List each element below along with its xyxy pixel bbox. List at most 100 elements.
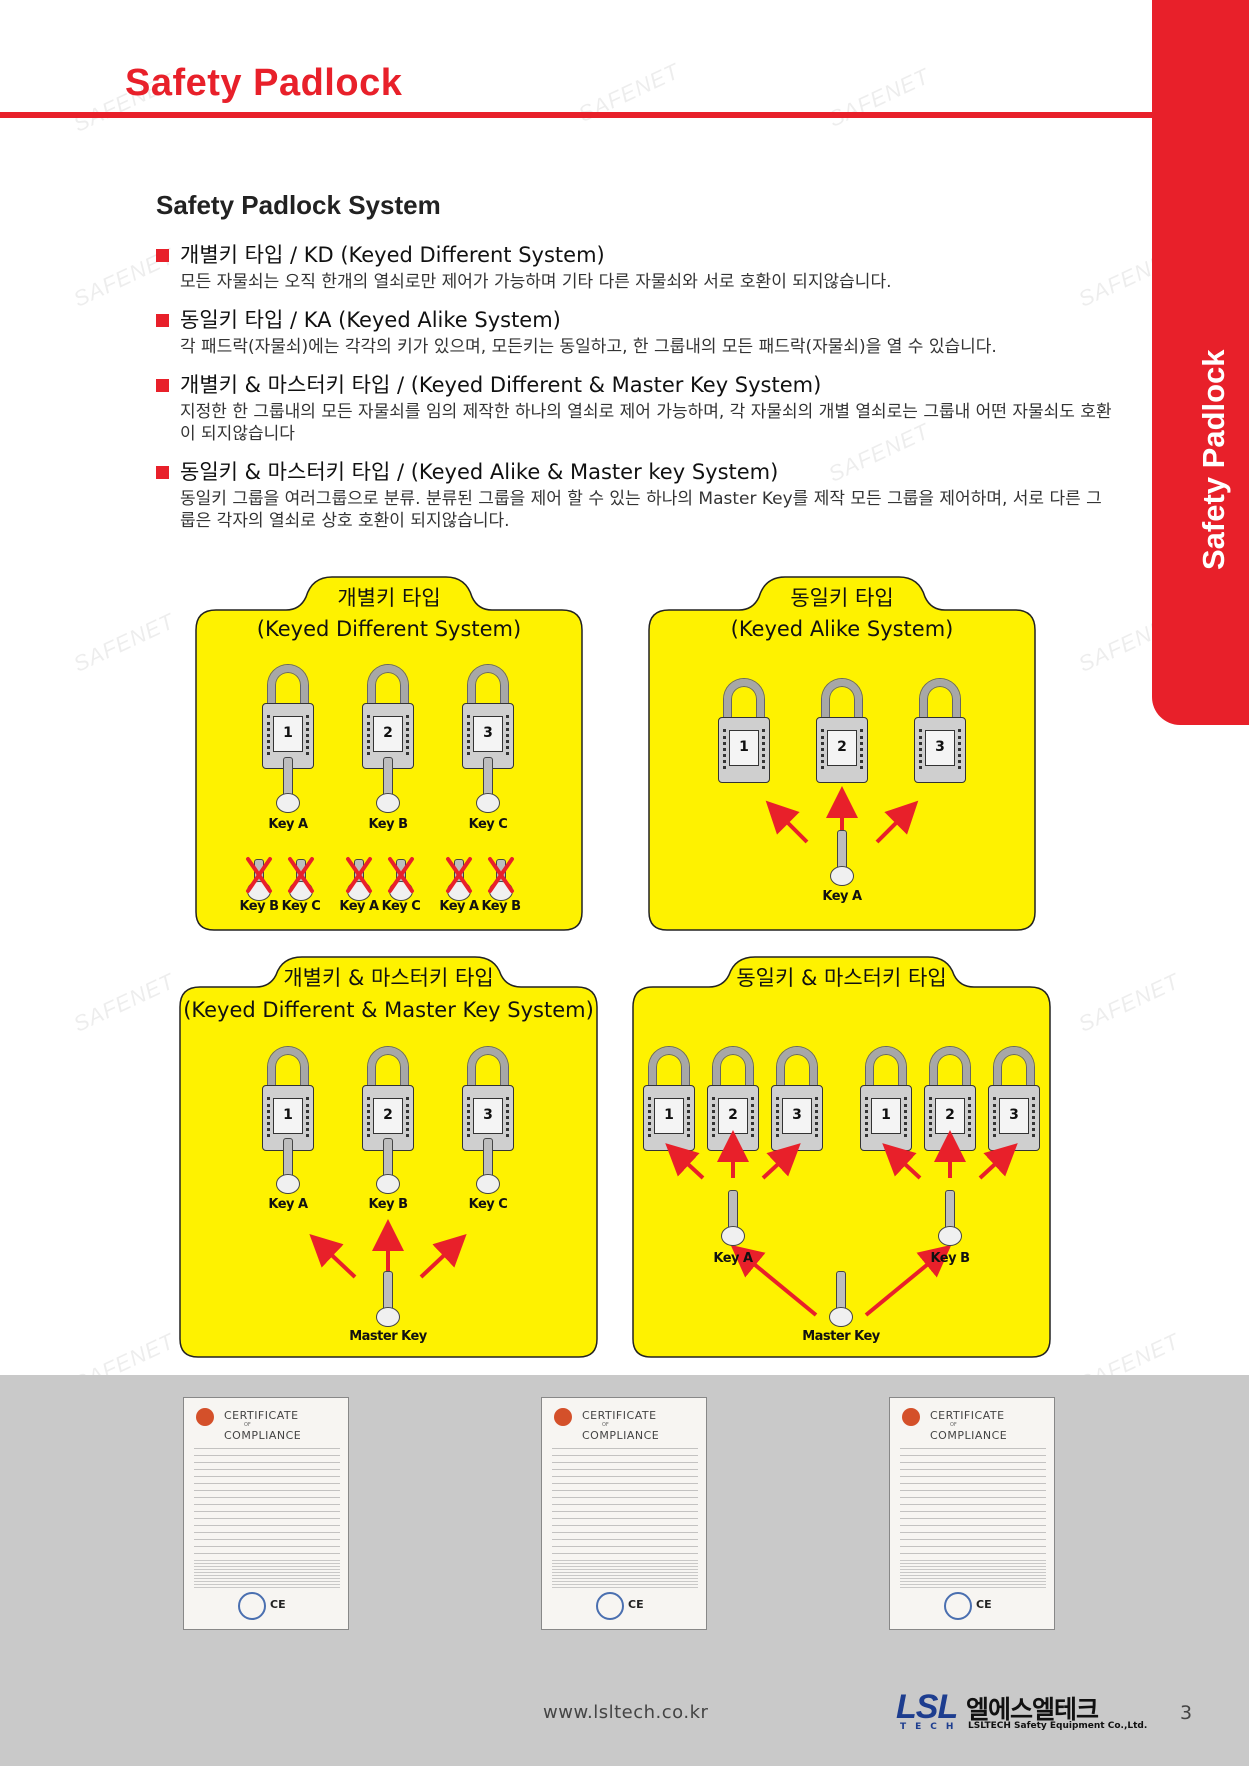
page-title: Safety Padlock bbox=[125, 62, 403, 104]
panel-keyed-different-master: 개별키 & 마스터키 타입 (Keyed Different & Master … bbox=[178, 955, 599, 1359]
desc-heading: 개별키 타입 / KD (Keyed Different System) bbox=[156, 241, 1116, 269]
key-icon bbox=[376, 1138, 400, 1196]
padlock: 1 bbox=[643, 1047, 695, 1153]
panel-keyed-different: 개별키 타입 (Keyed Different System) 1 2 3 Ke… bbox=[194, 575, 584, 932]
watermark: SAFENET bbox=[1074, 968, 1184, 1037]
master-key-icon bbox=[376, 1271, 400, 1329]
key-label: Key B bbox=[481, 899, 521, 914]
cross-icon bbox=[388, 857, 414, 893]
padlock: 2 bbox=[816, 679, 868, 785]
seal-icon bbox=[554, 1408, 572, 1426]
certificate-image: CERTIFICATE OF COMPLIANCE CE bbox=[889, 1397, 1055, 1630]
watermark: SAFENET bbox=[69, 608, 179, 677]
padlock: 1 bbox=[860, 1047, 912, 1153]
key-label: Key C bbox=[468, 817, 508, 832]
cross-icon bbox=[446, 857, 472, 893]
key-icon bbox=[830, 830, 854, 888]
key-label: Key A bbox=[439, 899, 479, 914]
panel-keyed-alike-master: 동일키 & 마스터키 타입 1 2 3 1 2 3 Key A Key B Ma… bbox=[631, 955, 1052, 1359]
key-label: Key B bbox=[368, 1197, 408, 1212]
panel-title: 개별키 & 마스터키 타입 bbox=[283, 966, 494, 990]
cross-icon bbox=[288, 857, 314, 893]
watermark: SAFENET bbox=[69, 968, 179, 1037]
certificate-image: CERTIFICATE OF COMPLIANCE CE bbox=[183, 1397, 349, 1630]
logo-mark: LSL bbox=[896, 1688, 958, 1726]
desc-item-kd: 개별키 타입 / KD (Keyed Different System) 모든 … bbox=[156, 241, 1116, 293]
bullet-icon bbox=[156, 249, 169, 262]
panel-title: 개별키 타입 bbox=[337, 586, 441, 610]
desc-body: 모든 자물쇠는 오직 한개의 열쇠로만 제어가 가능하며 기타 다른 자물쇠와 … bbox=[180, 272, 892, 292]
stamp-icon bbox=[238, 1592, 266, 1620]
padlock: 2 bbox=[924, 1047, 976, 1153]
side-tab-label: Safety Padlock bbox=[1196, 349, 1231, 570]
panel-subtitle: (Keyed Different & Master Key System) bbox=[183, 998, 594, 1022]
certificate-image: CERTIFICATE OF COMPLIANCE CE bbox=[541, 1397, 707, 1630]
cross-icon bbox=[346, 857, 372, 893]
master-key-icon bbox=[829, 1271, 853, 1329]
desc-heading: 개별키 & 마스터키 타입 / (Keyed Different & Maste… bbox=[156, 371, 1116, 399]
padlock: 1 bbox=[262, 1047, 314, 1153]
cross-icon bbox=[488, 857, 514, 893]
arrow-group bbox=[665, 1130, 1018, 1317]
padlock: 3 bbox=[771, 1047, 823, 1153]
cross-icon bbox=[246, 857, 272, 893]
bullet-icon bbox=[156, 466, 169, 479]
logo-subtitle: LSLTECH Safety Equipment Co.,Ltd. bbox=[968, 1721, 1148, 1731]
panel-subtitle: (Keyed Different System) bbox=[256, 617, 522, 641]
master-key-label: Master Key bbox=[349, 1329, 427, 1344]
key-label: Key C bbox=[281, 899, 321, 914]
desc-heading: 동일키 & 마스터키 타입 / (Keyed Alike & Master ke… bbox=[156, 458, 1116, 486]
desc-heading: 동일키 타입 / KA (Keyed Alike System) bbox=[156, 306, 1116, 334]
padlock: 3 bbox=[988, 1047, 1040, 1153]
key-label: Key A bbox=[713, 1251, 753, 1266]
key-label: Key A bbox=[339, 899, 379, 914]
key-label: Key A bbox=[268, 1197, 308, 1212]
key-icon bbox=[476, 757, 500, 815]
stamp-icon bbox=[944, 1592, 972, 1620]
padlock: 3 bbox=[914, 679, 966, 785]
key-label: Key B bbox=[368, 817, 408, 832]
seal-icon bbox=[902, 1408, 920, 1426]
desc-body: 지정한 한 그룹내의 모든 자물쇠를 임의 제작한 하나의 열쇠로 제어 가능하… bbox=[180, 402, 1112, 444]
title-rule bbox=[0, 112, 1152, 118]
panel-title: 동일키 & 마스터키 타입 bbox=[736, 966, 947, 990]
bullet-icon bbox=[156, 379, 169, 392]
key-label: Key C bbox=[381, 899, 421, 914]
key-icon bbox=[276, 757, 300, 815]
key-label: Key C bbox=[468, 1197, 508, 1212]
bullet-icon bbox=[156, 314, 169, 327]
seal-icon bbox=[196, 1408, 214, 1426]
logo-name: 엘에스엘테크 bbox=[966, 1695, 1099, 1724]
logo-tech: TECH bbox=[900, 1722, 963, 1732]
key-icon bbox=[276, 1138, 300, 1196]
desc-body: 동일키 그룹을 여러그룹으로 분류. 분류된 그룹을 제어 할 수 있는 하나의… bbox=[180, 489, 1102, 531]
master-key-label: Master Key bbox=[802, 1329, 880, 1344]
watermark: SAFENET bbox=[824, 63, 934, 132]
desc-body: 각 패드락(자물쇠)에는 각각의 키가 있으며, 모든키는 동일하고, 한 그룹… bbox=[180, 337, 997, 357]
desc-item-kam: 동일키 & 마스터키 타입 / (Keyed Alike & Master ke… bbox=[156, 458, 1116, 532]
padlock: 2 bbox=[362, 665, 414, 771]
key-icon bbox=[376, 757, 400, 815]
stamp-icon bbox=[596, 1592, 624, 1620]
page-number: 3 bbox=[1180, 1702, 1193, 1724]
side-tab bbox=[1152, 0, 1249, 725]
arrow-group bbox=[309, 1219, 467, 1279]
padlock: 1 bbox=[262, 665, 314, 771]
key-label: Key B bbox=[239, 899, 279, 914]
panel-keyed-alike: 동일키 타입 (Keyed Alike System) 1 2 3 Key A bbox=[647, 575, 1037, 932]
section-title: Safety Padlock System bbox=[156, 190, 441, 220]
website-link[interactable]: www.lsltech.co.kr bbox=[543, 1702, 709, 1723]
ce-mark-icon: CE bbox=[628, 1598, 644, 1611]
key-label: Key A bbox=[268, 817, 308, 832]
key-label: Key A bbox=[822, 889, 862, 904]
panel-title: 동일키 타입 bbox=[790, 586, 894, 610]
desc-item-kdm: 개별키 & 마스터키 타입 / (Keyed Different & Maste… bbox=[156, 371, 1116, 445]
key-icon bbox=[476, 1138, 500, 1196]
key-label: Key B bbox=[930, 1251, 970, 1266]
desc-item-ka: 동일키 타입 / KA (Keyed Alike System) 각 패드락(자… bbox=[156, 306, 1116, 358]
ce-mark-icon: CE bbox=[976, 1598, 992, 1611]
key-icon bbox=[721, 1190, 745, 1248]
key-icon bbox=[938, 1190, 962, 1248]
ce-mark-icon: CE bbox=[270, 1598, 286, 1611]
panel-subtitle: (Keyed Alike System) bbox=[730, 617, 954, 641]
